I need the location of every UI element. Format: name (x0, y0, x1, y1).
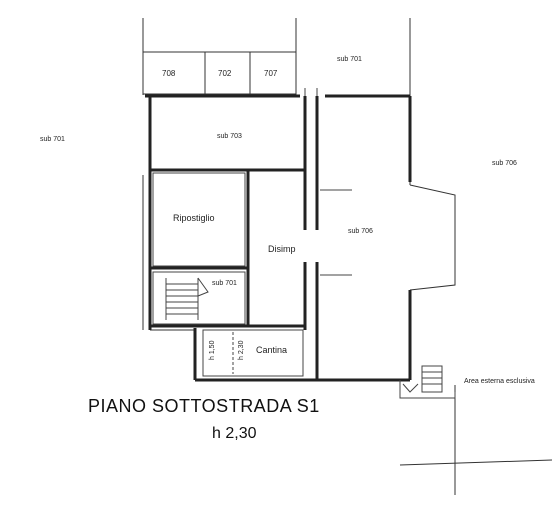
cantina-outline (202, 329, 304, 377)
exterior-stair-outline (421, 365, 443, 393)
room-label-disimp: Disimp (268, 244, 296, 254)
boundary-sub706 (409, 184, 456, 291)
stair-arrow (197, 277, 209, 297)
room-label-sub701-left: sub 701 (40, 136, 65, 143)
room-label-sub706-right: sub 706 (492, 160, 517, 167)
plan-height: h 2,30 (212, 425, 257, 442)
room-label-ripostiglio: Ripostiglio (173, 213, 215, 223)
room-label-702: 702 (218, 69, 232, 78)
room-label-sub701-stair: sub 701 (212, 280, 237, 287)
room-label-area-esterna: Area esterna esclusiva (464, 378, 535, 385)
room-label-sub703: sub 703 (217, 133, 242, 140)
exterior-terrace (399, 380, 456, 399)
ripostiglio-outline (152, 172, 246, 267)
boundary-bottom (399, 459, 552, 466)
room-label-sub701-top: sub 701 (337, 56, 362, 63)
room-height-h150: h 1,50 (209, 340, 216, 360)
room-label-708: 708 (162, 69, 176, 78)
room-height-h230: h 2,30 (238, 340, 245, 360)
plan-title: PIANO SOTTOSTRADA S1 (88, 396, 320, 416)
stair-outline (152, 271, 246, 325)
exterior-arrow (402, 383, 419, 393)
room-label-cantina: Cantina (256, 345, 288, 355)
room-label-707: 707 (264, 69, 278, 78)
room-label-sub706-center: sub 706 (348, 228, 373, 235)
